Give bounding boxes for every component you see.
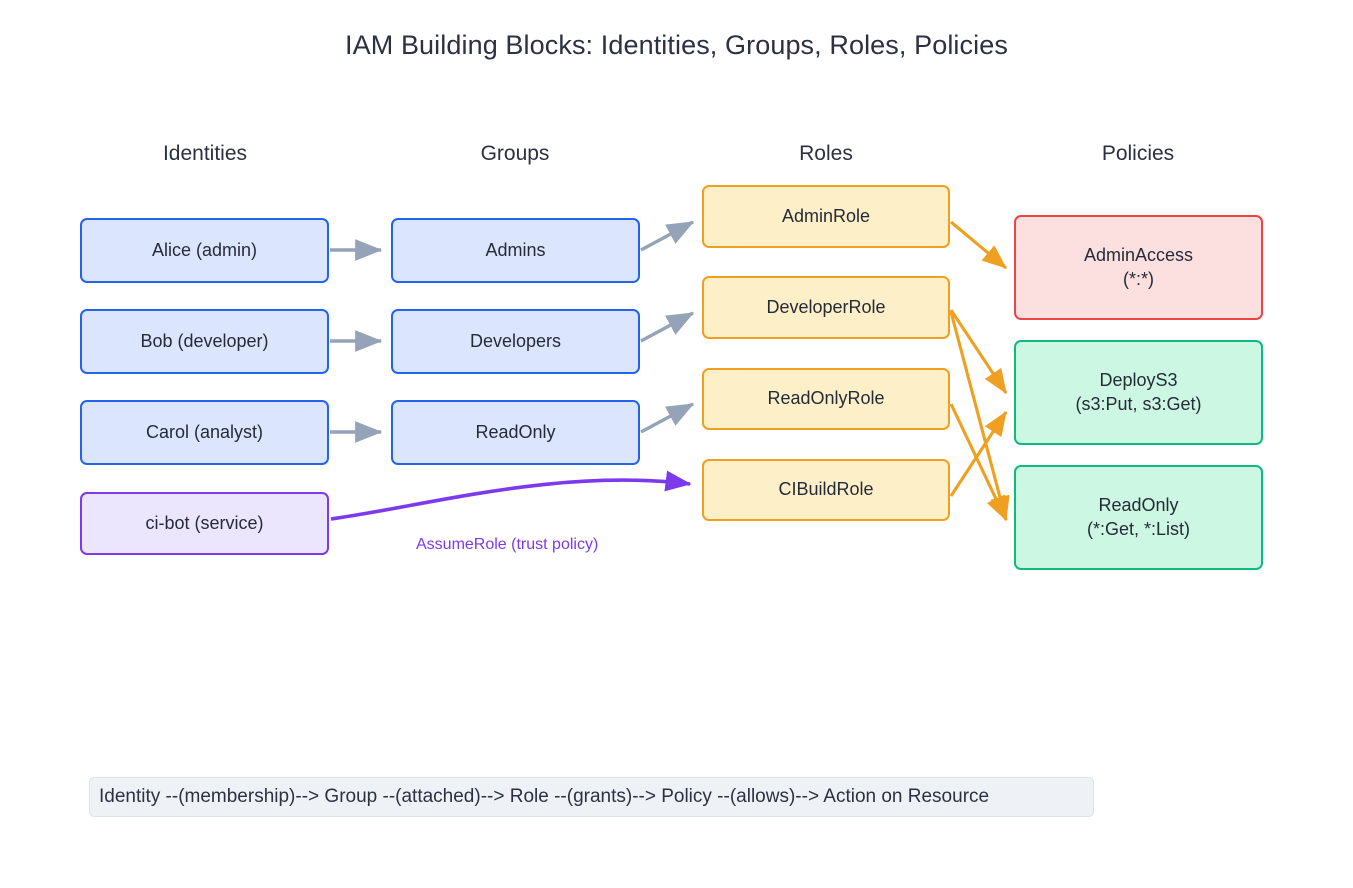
node-label: Admins: [485, 239, 546, 260]
node-label: Developers: [469, 330, 562, 351]
node-label: Carol (analyst): [145, 421, 264, 442]
node-identity-alice[interactable]: Alice (admin): [80, 218, 329, 283]
node-role-developerrole[interactable]: DeveloperRole: [702, 276, 950, 339]
edge-readonlyrole-to-readonlypolicy: [949, 403, 1008, 522]
node-label: Bob (developer): [140, 330, 269, 351]
policy-text: AdminAccess (*:*): [1084, 244, 1193, 290]
node-role-cibuildrole[interactable]: CIBuildRole: [702, 459, 950, 521]
policy-actions: (*:Get, *:List): [1086, 518, 1191, 539]
edge-readonly-to-readonlyrole: [640, 402, 695, 434]
node-policy-deploys3[interactable]: DeployS3 (s3:Put, s3:Get): [1014, 340, 1263, 445]
node-label: ci-bot (service): [145, 512, 264, 533]
node-group-readonly[interactable]: ReadOnly: [391, 400, 640, 465]
node-label: ReadOnly: [475, 421, 556, 442]
edge-label-assume-role: AssumeRole (trust policy): [416, 536, 599, 553]
edge-adminrole-to-adminaccess: [950, 220, 1007, 270]
node-label: DeveloperRole: [766, 296, 886, 317]
column-header-roles: Roles: [799, 142, 853, 165]
node-group-admins[interactable]: Admins: [391, 218, 640, 283]
edge-admins-to-adminrole: [640, 220, 695, 252]
column-header-policies: Policies: [1101, 142, 1175, 165]
edge-developers-to-developerrole: [640, 311, 695, 343]
column-header-identities: Identities: [162, 142, 248, 165]
policy-name: ReadOnly: [1098, 495, 1179, 516]
node-label: ReadOnlyRole: [767, 388, 885, 409]
node-policy-adminaccess[interactable]: AdminAccess (*:*): [1014, 215, 1263, 320]
node-identity-ci-bot[interactable]: ci-bot (service): [80, 492, 329, 555]
policy-actions: (s3:Put, s3:Get): [1075, 393, 1202, 414]
node-identity-carol[interactable]: Carol (analyst): [80, 400, 329, 465]
node-label: Alice (admin): [151, 239, 258, 260]
edge-group-attached: [640, 220, 695, 434]
node-identity-bob[interactable]: Bob (developer): [80, 309, 329, 374]
node-role-readonlyrole[interactable]: ReadOnlyRole: [702, 368, 950, 430]
legend-flow-bar: Identity --(membership)--> Group --(atta…: [89, 777, 1094, 817]
legend-flow-text: Identity --(membership)--> Group --(atta…: [99, 786, 990, 807]
policy-actions: (*:*): [1122, 268, 1154, 289]
node-label: AdminRole: [781, 205, 871, 226]
page-title: IAM Building Blocks: Identities, Groups,…: [345, 30, 1008, 60]
node-group-developers[interactable]: Developers: [391, 309, 640, 374]
edge-developerrole-to-deploys3: [949, 309, 1008, 395]
policy-name: AdminAccess: [1083, 245, 1194, 266]
policy-name: DeployS3: [1099, 370, 1178, 391]
edge-developerrole-to-readonlypolicy: [949, 311, 1010, 522]
node-role-adminrole[interactable]: AdminRole: [702, 185, 950, 248]
edge-cibot-assumerole-cibuildrole: [330, 470, 692, 521]
node-label: CIBuildRole: [778, 479, 874, 500]
policy-text: DeployS3 (s3:Put, s3:Get): [1075, 369, 1201, 415]
policy-text: ReadOnly (*:Get, *:List): [1087, 494, 1190, 540]
edge-group-grants: [949, 220, 1010, 522]
column-header-groups: Groups: [480, 142, 550, 165]
edge-group-membership: [330, 239, 383, 443]
node-policy-readonly[interactable]: ReadOnly (*:Get, *:List): [1014, 465, 1263, 570]
edge-cibuildrole-to-deploys3: [949, 410, 1008, 497]
